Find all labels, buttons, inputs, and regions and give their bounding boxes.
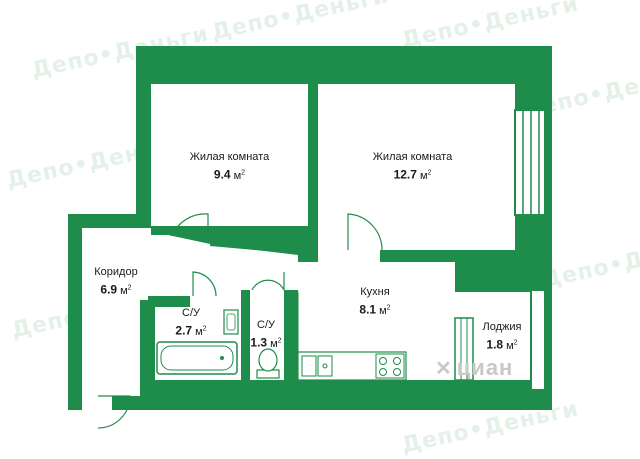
partition-kitchen-room	[380, 250, 455, 262]
room-name: Жилая комната	[372, 151, 453, 163]
room-name: Лоджия	[482, 321, 522, 333]
room-name: С/У	[257, 319, 275, 331]
room-floor-bedroom-left	[151, 84, 308, 226]
partition-bottom	[148, 380, 512, 390]
room-unit: м2	[270, 337, 282, 350]
room-area: 9.4	[213, 167, 231, 182]
room-name: Кухня	[360, 286, 390, 298]
room-area: 1.3	[250, 335, 268, 350]
bath-sink-icon	[223, 309, 239, 335]
door-swing-loggia	[456, 253, 496, 291]
loggia-railing	[530, 289, 546, 391]
room-unit: м2	[120, 284, 132, 297]
door-swing-bedroom-right	[347, 213, 383, 251]
room-area: 8.1	[359, 302, 377, 317]
stove-icon	[375, 353, 405, 379]
room-floor-bedroom-right	[318, 84, 515, 262]
room-name: С/У	[182, 307, 200, 319]
door-swing-bedroom-left	[171, 213, 209, 237]
room-unit: м2	[195, 325, 207, 338]
partition-bath-left	[148, 296, 155, 380]
room-unit: м2	[419, 169, 432, 182]
kitchen-sink-icon	[301, 355, 333, 377]
toilet-icon	[256, 348, 280, 379]
room-name: Жилая комната	[189, 151, 270, 163]
window-right	[514, 109, 546, 216]
partition-diagonal	[210, 240, 300, 254]
partition-bedroom-corridor	[151, 226, 168, 235]
room-unit: м2	[506, 339, 518, 352]
room-unit: м2	[379, 304, 391, 317]
brand-logo-text: циан	[456, 355, 514, 380]
room-area: 12.7	[393, 167, 417, 182]
partition-bedrooms	[308, 84, 318, 250]
partition-bath-wc	[241, 290, 250, 380]
partition-bath-top	[148, 296, 190, 307]
room-unit: м2	[233, 169, 246, 182]
door-swing-wc	[251, 272, 285, 291]
room-area: 6.9	[100, 282, 118, 297]
bathtub-icon	[156, 341, 238, 375]
room-area: 2.7	[175, 323, 193, 338]
door-swing-entrance	[97, 395, 131, 429]
partition-wc-kitchen	[284, 290, 298, 380]
brand-logo-icon: ✕	[435, 358, 453, 380]
room-area: 1.8	[486, 337, 504, 352]
door-swing-bath	[192, 271, 217, 297]
brand-logo: ✕циан	[435, 355, 513, 381]
room-name: Коридор	[94, 266, 138, 278]
